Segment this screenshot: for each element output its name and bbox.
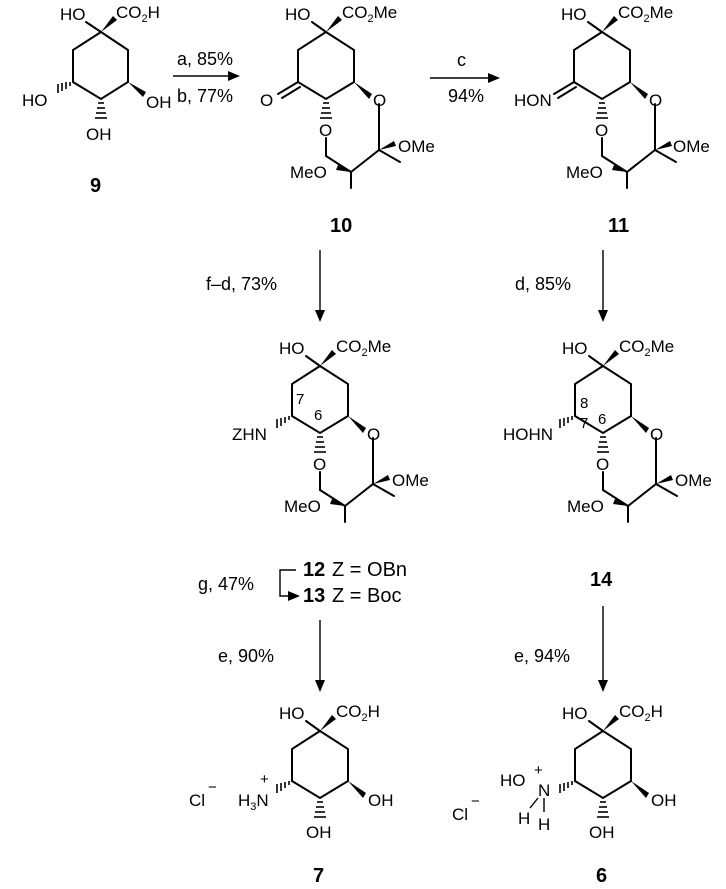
c14-HO: HO (562, 339, 588, 358)
compound-14-label: 14 (590, 569, 613, 591)
c10-MeO: MeO (290, 163, 327, 182)
c7-plus: + (260, 771, 269, 788)
c12-ZHN: ZHN (232, 425, 267, 444)
compound-6-label: 6 (596, 865, 607, 887)
compound-9-label: 9 (90, 175, 101, 197)
c6-OH-bottom: OH (589, 823, 615, 842)
reagent-fd: f–d, 73% (206, 274, 277, 294)
c6-OH-right: OH (651, 791, 677, 810)
arrow-9-to-10: a, 85% b, 77% (173, 49, 240, 106)
c10-HO: HO (285, 5, 311, 24)
arrow-13-to-7: e, 90% (218, 620, 325, 692)
compound-13-z: Z = Boc (332, 585, 401, 607)
c9-CO2H: CO2H (116, 3, 160, 25)
c12-HO: HO (279, 339, 305, 358)
c7-H3N: H3N (238, 791, 269, 813)
compound-12-label: 12 (303, 559, 325, 581)
compound-7-label: 7 (313, 865, 324, 887)
c7-OH-right: OH (368, 791, 394, 810)
reagent-d: d, 85% (515, 274, 571, 294)
c10-CO2Me: CO2Me (342, 3, 397, 25)
arrow-14-to-6: e, 94% (514, 606, 608, 692)
c11-ring-O2: O (595, 121, 608, 140)
c14-OMe: OMe (675, 471, 712, 490)
compound-10-label: 10 (330, 215, 352, 237)
compound-14-structure: HO CO2Me HOHN 8 7 6 O O OMe MeO 14 (503, 337, 712, 591)
c10-ring-O2: O (319, 121, 332, 140)
compound-13-label: 13 (303, 585, 325, 607)
compound-9-structure: HO CO2H HO OH OH 9 (22, 3, 172, 197)
c14-MeO: MeO (567, 497, 604, 516)
c14-ring-O1: O (650, 425, 663, 444)
compound-6-structure: HO CO2H HO N + H H Cl − OH OH 6 (452, 702, 677, 887)
c7-HO: HO (279, 704, 305, 723)
c12-pos7: 7 (296, 391, 304, 408)
c11-HON: HON (514, 91, 552, 110)
compound-12-z: Z = OBn (332, 559, 407, 581)
c11-HO: HO (561, 5, 587, 24)
compound-7-structure: HO CO2H H3N + Cl − OH OH 7 (189, 702, 394, 887)
c6-Cl: Cl (452, 805, 468, 824)
c7-minus: − (208, 779, 217, 796)
c14-pos7: 7 (580, 415, 588, 432)
reagent-e-left: e, 90% (218, 646, 274, 666)
c14-pos6: 6 (598, 411, 606, 428)
c12-OMe: OMe (392, 471, 429, 490)
reagent-b: b, 77% (177, 86, 233, 106)
c10-ring-O1: O (373, 91, 386, 110)
c6-HO-N: HO (500, 771, 526, 790)
c9-HO-left: HO (22, 91, 48, 110)
reagent-e-right: e, 94% (514, 646, 570, 666)
c11-MeO: MeO (566, 163, 603, 182)
c6-H-bottom: H (538, 815, 550, 834)
c10-ketone-O: O (260, 91, 273, 110)
c6-H-left: H (518, 809, 530, 828)
c12-pos6: 6 (314, 407, 322, 424)
c6-CO2H: CO2H (619, 702, 663, 724)
c12-ring-O1: O (367, 425, 380, 444)
c9-HO: HO (60, 5, 86, 24)
c7-Cl: Cl (189, 791, 205, 810)
arrow-10-to-11: c 94% (430, 50, 500, 106)
compound-11-label: 11 (608, 215, 629, 237)
c11-CO2Me: CO2Me (618, 3, 673, 25)
reagent-g: g, 47% (198, 574, 254, 594)
c6-plus: + (534, 762, 543, 779)
reagent-c-yield: 94% (448, 86, 484, 106)
c6-HO: HO (562, 704, 588, 723)
c14-HOHN: HOHN (503, 425, 553, 444)
c14-CO2Me: CO2Me (619, 337, 674, 359)
c11-ring-O1: O (649, 91, 662, 110)
c12-CO2Me: CO2Me (336, 337, 391, 359)
c11-OMe: OMe (673, 137, 710, 156)
compound-12-structure: HO CO2Me ZHN 7 6 O O OMe MeO 12 Z = OBn … (232, 337, 429, 607)
compound-11-structure: HO CO2Me HON O O OMe MeO 11 (514, 3, 710, 237)
reagent-c: c (457, 50, 466, 70)
c9-OH-bottom: OH (86, 125, 112, 144)
c14-ring-O2: O (596, 455, 609, 474)
c12-MeO: MeO (284, 497, 321, 516)
c9-OH-right: OH (146, 93, 172, 112)
c10-OMe: OMe (398, 137, 435, 156)
arrow-12-to-13: g, 47% (198, 569, 300, 601)
arrow-11-to-14: d, 85% (515, 250, 608, 322)
c7-CO2H: CO2H (336, 702, 380, 724)
c12-ring-O2: O (313, 455, 326, 474)
arrow-10-to-12: f–d, 73% (206, 250, 325, 322)
c7-OH-bottom: OH (306, 823, 332, 842)
c6-N: N (538, 781, 550, 800)
c6-minus: − (471, 793, 480, 810)
reagent-a: a, 85% (177, 49, 233, 69)
compound-10-structure: HO CO2Me O O O OMe MeO 10 (260, 3, 435, 237)
c14-pos8: 8 (580, 395, 588, 412)
